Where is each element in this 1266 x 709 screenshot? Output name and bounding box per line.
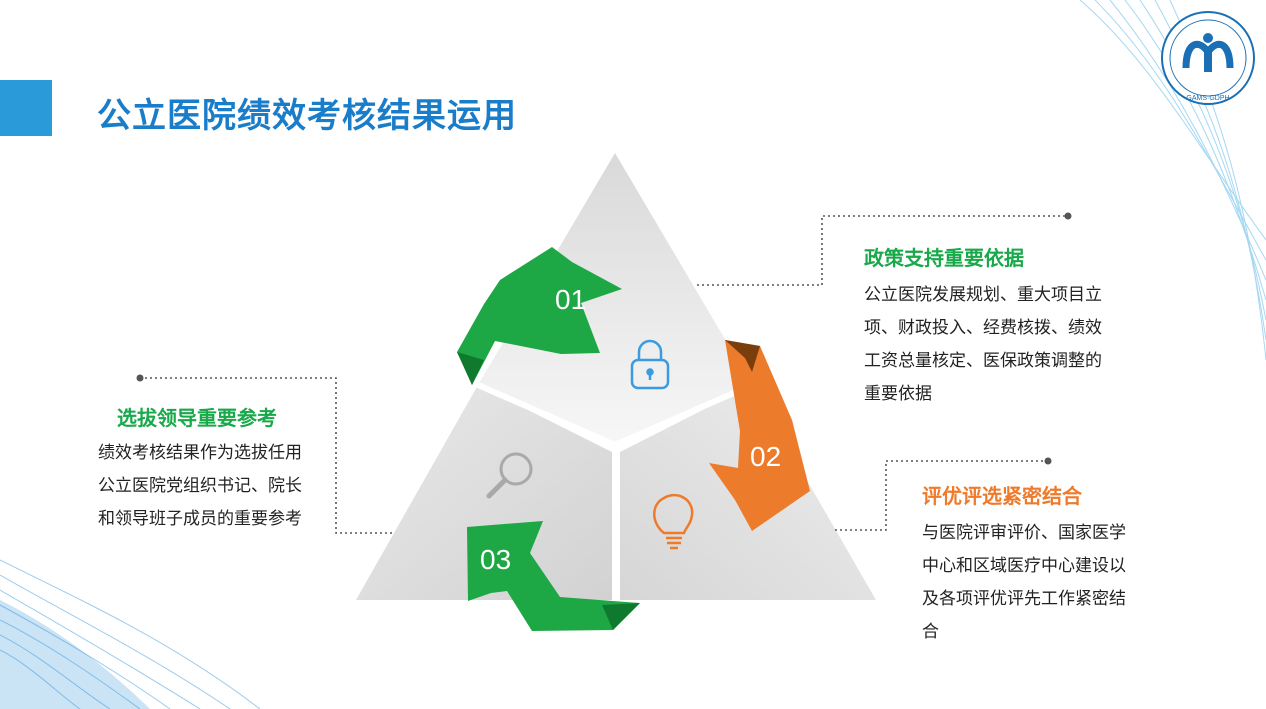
title-accent-bar xyxy=(0,80,52,136)
evaluation-heading: 评优评选紧密结合 xyxy=(922,484,1082,508)
arrow-step-02 xyxy=(709,340,810,531)
leadership-selection-text: 绩效考核结果作为选拔任用公立医院党组织书记、院长和领导班子成员的重要参考 xyxy=(98,443,302,529)
institution-seal-icon: GAMS·GDPH xyxy=(1161,11,1255,105)
arrow-step-01 xyxy=(457,247,622,385)
leadership-selection-heading: 选拔领导重要参考 xyxy=(117,406,277,430)
step-number-01: 01 xyxy=(555,284,587,315)
lightbulb-icon xyxy=(653,493,694,550)
step-number-02: 02 xyxy=(750,441,782,472)
triangle-face-left xyxy=(356,385,612,600)
evaluation-text: 与医院评审评价、国家医学中心和区域医疗中心建设以及各项评优评先工作紧密结合 xyxy=(922,523,1126,642)
logo-latin-text: GAMS·GDPH xyxy=(1186,95,1229,102)
step-number-03: 03 xyxy=(480,544,512,575)
policy-support-text: 公立医院发展规划、重大项目立项、财政投入、经费核拨、绩效工资总量核定、医保政策调… xyxy=(864,285,1102,404)
page-title: 公立医院绩效考核结果运用 xyxy=(97,96,517,136)
arrow-step-03 xyxy=(467,521,640,631)
policy-support-heading: 政策支持重要依据 xyxy=(864,246,1024,270)
connector-line-2 xyxy=(835,460,1048,531)
lock-icon xyxy=(630,339,670,390)
connector-line-1 xyxy=(697,215,1068,286)
triangle-face-top xyxy=(478,153,752,445)
search-icon xyxy=(486,452,533,499)
